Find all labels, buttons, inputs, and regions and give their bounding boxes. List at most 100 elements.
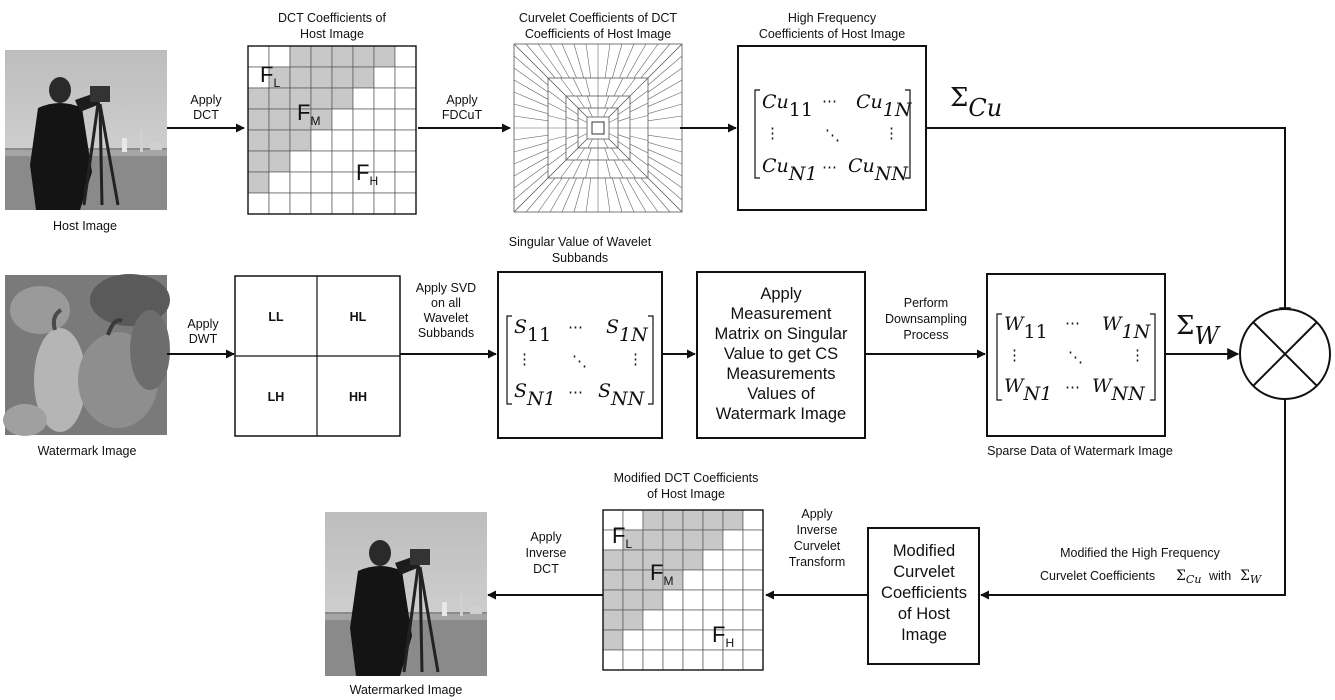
curvelet-wedge-line — [577, 138, 588, 149]
curvelet-wedge-line — [604, 43, 611, 79]
dct-cell — [622, 569, 644, 591]
curvelet-wedge-line — [513, 141, 549, 153]
s-11: S11 — [514, 316, 551, 346]
curvelet-wedge-line — [576, 95, 585, 109]
dct-cell — [682, 569, 704, 591]
dct-cell — [622, 549, 644, 571]
subband-hh: HH — [349, 390, 367, 404]
apply-dwt-label-2: DWT — [189, 332, 218, 346]
curvelet-wedge-line — [617, 147, 631, 161]
apply-fdcut-label-2: FDCuT — [442, 108, 483, 122]
inverse-dct-label-3: DCT — [533, 562, 559, 576]
curvelet-wedge-line — [585, 177, 592, 213]
dct-cell — [642, 609, 664, 631]
dct-cell — [268, 192, 291, 215]
cu-matrix: Cu11 ⋯ Cu1N ⋮ ⋱ ⋮ CuN1 ⋯ CuNN — [754, 89, 913, 185]
watermark-image-label: Watermark Image — [38, 444, 137, 458]
watermarked-image — [325, 512, 487, 676]
curvelet-wedge-line — [617, 106, 631, 115]
apply-svd-label-2: on all — [431, 296, 461, 310]
curvelet-wedge-line — [547, 143, 567, 154]
curvelet-wedge-line — [608, 117, 619, 123]
curvelet-wedge-line — [647, 103, 683, 115]
dct-cell — [310, 171, 333, 194]
dct-cell — [602, 549, 624, 571]
mod-dct-title-1: Modified DCT Coefficients — [614, 471, 759, 485]
watermark-image — [3, 274, 170, 436]
curvelet-wedge-line — [605, 77, 611, 97]
curvelet-wedge-line — [604, 95, 609, 109]
dct-cell — [602, 589, 624, 611]
dct-cell — [373, 129, 396, 152]
dct-cell — [682, 509, 704, 531]
curvelet-wedge-line — [547, 115, 567, 121]
dct-cell — [268, 108, 291, 131]
curvelet-wedge-line — [608, 133, 619, 139]
cu-hdots-top: ⋯ — [822, 92, 837, 110]
dct-cell — [310, 87, 333, 110]
s-vdots-right: ⋮ — [628, 350, 643, 368]
curvelet-wedge-line — [561, 43, 577, 79]
s-matrix: S11 ⋯ S1N ⋮ ⋱ ⋮ SN1 ⋯ SNN — [506, 315, 654, 410]
curvelet-center — [591, 121, 605, 135]
dct-cell — [331, 129, 354, 152]
curvelet-wedge-line — [576, 147, 585, 161]
downsampling-label-3: Process — [903, 328, 948, 342]
subband-ll: LL — [268, 310, 284, 324]
curvelet-wedge-line — [513, 156, 549, 177]
curvelet-wedge-line — [572, 77, 583, 97]
dct-cell — [662, 529, 684, 551]
inverse-curvelet-label-4: Transform — [789, 555, 846, 569]
dct-cell — [373, 45, 396, 68]
downsampling-label-1: Perform — [904, 296, 948, 310]
sparse-data-box — [986, 273, 1166, 437]
modified-curvelet-line-3: Coefficients — [881, 584, 967, 602]
curvelet-wedge-line — [647, 170, 683, 201]
dct-cell — [331, 192, 354, 215]
s-n1: SN1 — [514, 380, 556, 410]
measurement-line-7: Watermark Image — [716, 405, 847, 423]
cu-1n: Cu1N — [856, 91, 913, 121]
sigma-w: ΣW — [1176, 311, 1221, 350]
curvelet-wedge-line — [513, 79, 549, 100]
curvelet-wedge-line — [577, 117, 588, 123]
curvelet-wedge-line — [547, 77, 567, 97]
dct-cell — [742, 649, 764, 671]
dct-cell — [352, 129, 375, 152]
sparse-title: Sparse Data of Watermark Image — [987, 444, 1173, 458]
curvelet-wedge-line — [577, 133, 588, 139]
modified-curvelet-box — [867, 527, 980, 665]
curvelet-wedge-line — [573, 43, 585, 79]
dct-cell — [682, 609, 704, 631]
curvelet-wedge-line — [647, 177, 683, 213]
curvelet-wedge-line — [647, 149, 683, 165]
cu-vdots-left: ⋮ — [765, 124, 780, 142]
w-hdots-top: ⋯ — [1065, 314, 1080, 332]
dct-cell — [642, 589, 664, 611]
measurement-line-3: Matrix on Singular — [715, 325, 848, 343]
curvelet-wedge-line — [617, 95, 631, 109]
dct-cell — [662, 549, 684, 571]
measurement-line-5: Measurements — [726, 365, 835, 383]
dct-cell — [373, 66, 396, 89]
w-vdots-right: ⋮ — [1130, 346, 1145, 364]
dct-cell — [742, 629, 764, 651]
dct-band-high: FH — [356, 160, 378, 188]
dct-grid-border — [247, 45, 417, 215]
curvelet-wedge-line — [561, 177, 577, 213]
curvelet-wedge-line — [547, 151, 567, 166]
dct-cell — [662, 609, 684, 631]
dct-cell — [289, 171, 312, 194]
dct-cell — [331, 171, 354, 194]
curvelet-wedge-line — [513, 115, 549, 122]
curvelet-wedge-line — [513, 163, 549, 189]
dct-cell — [352, 66, 375, 89]
dct-cell — [268, 150, 291, 173]
curvelet-wedge-line — [629, 151, 649, 166]
curvelet-wedge-line — [513, 103, 549, 115]
curvelet-wedge-line — [513, 149, 549, 165]
curvelet-wedge-line — [626, 177, 647, 213]
curvelet-wedge-line — [626, 43, 647, 79]
dct-cell — [331, 66, 354, 89]
dct-cell — [602, 629, 624, 651]
